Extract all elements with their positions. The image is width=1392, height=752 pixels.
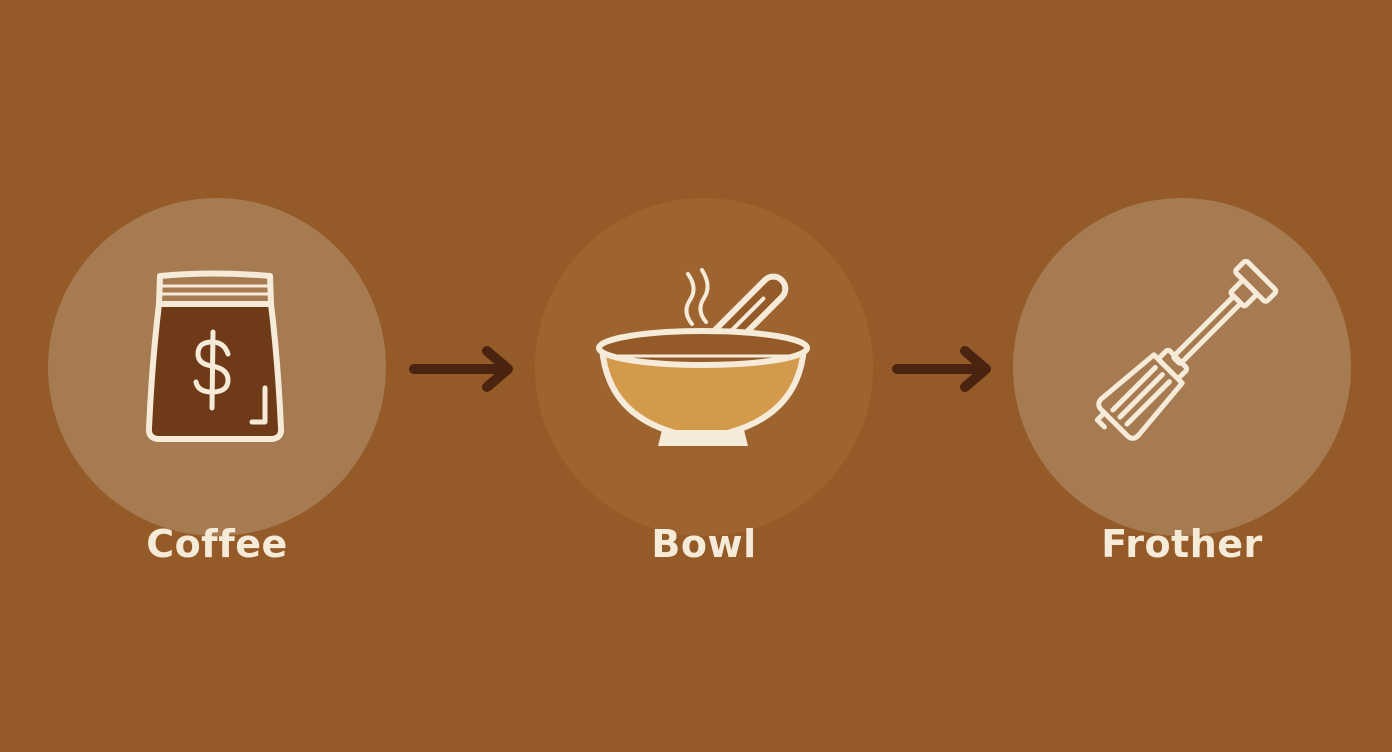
coffee-label: Coffee (146, 522, 288, 566)
coffee-bag-icon (145, 270, 285, 442)
frother-step-circle (1013, 198, 1351, 536)
bowl-label: Bowl (651, 522, 757, 566)
milk-frother-icon (1094, 258, 1279, 441)
frother-label: Frother (1101, 522, 1263, 566)
arrow-right-icon (409, 346, 513, 392)
bowl-with-whisk-icon (596, 268, 810, 446)
arrow-right-icon (892, 346, 991, 392)
